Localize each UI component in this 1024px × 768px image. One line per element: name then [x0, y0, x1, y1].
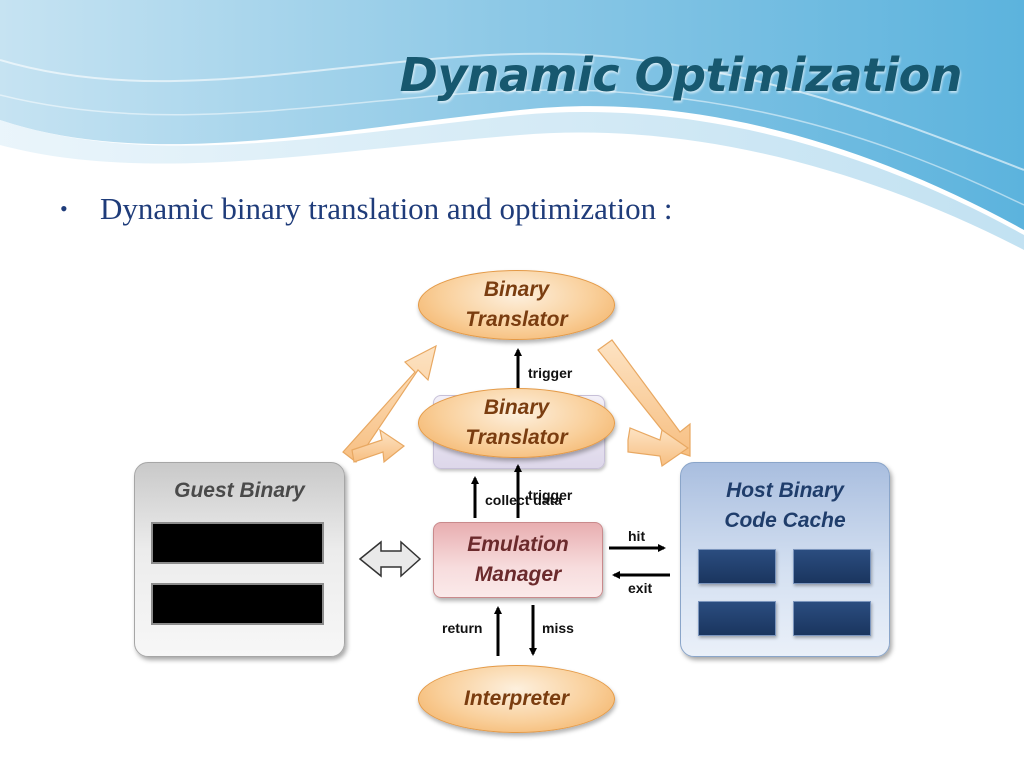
- block-arrow-mid-translator-to-host: [627, 427, 690, 468]
- host-code-block: [793, 549, 871, 584]
- host-code-block: [698, 601, 776, 636]
- host-code-block: [698, 549, 776, 584]
- host-code-cache-title: Host Binary Code Cache: [724, 479, 846, 532]
- host-code-block: [793, 601, 871, 636]
- guest-code-block: [151, 583, 324, 625]
- interpreter-node: Interpreter: [418, 665, 615, 733]
- binary-translator-top-node: Binary Translator: [418, 270, 615, 340]
- label-trigger-mid: trigger: [528, 487, 573, 503]
- label-collect-data: collect data: [485, 492, 563, 508]
- bullet-item: • Dynamic binary translation and optimiza…: [60, 188, 673, 227]
- slide-title: Dynamic Optimization: [399, 48, 963, 102]
- binary-translator-top-label: Binary Translator: [465, 278, 568, 331]
- label-exit: exit: [628, 580, 653, 596]
- block-arrow-guest-to-mid-translator: [351, 428, 406, 464]
- guest-code-block: [151, 522, 324, 564]
- label-return: return: [442, 620, 483, 636]
- label-hit: hit: [628, 528, 646, 544]
- binary-translator-mid-label: Binary Translator: [465, 396, 568, 449]
- bullet-text: Dynamic binary translation and optimizat…: [100, 190, 673, 226]
- label-trigger-top: trigger: [528, 365, 573, 381]
- emulation-manager-label: Emulation Manager: [467, 533, 569, 586]
- emulation-manager-node: Emulation Manager: [433, 522, 603, 598]
- guest-binary-title: Guest Binary: [174, 479, 305, 502]
- label-miss: miss: [542, 620, 574, 636]
- double-arrow-guest-emulation: [358, 540, 422, 578]
- bullet-dot-icon: •: [60, 195, 68, 221]
- binary-translator-mid-node: Binary Translator: [418, 388, 615, 458]
- interpreter-label: Interpreter: [463, 687, 570, 710]
